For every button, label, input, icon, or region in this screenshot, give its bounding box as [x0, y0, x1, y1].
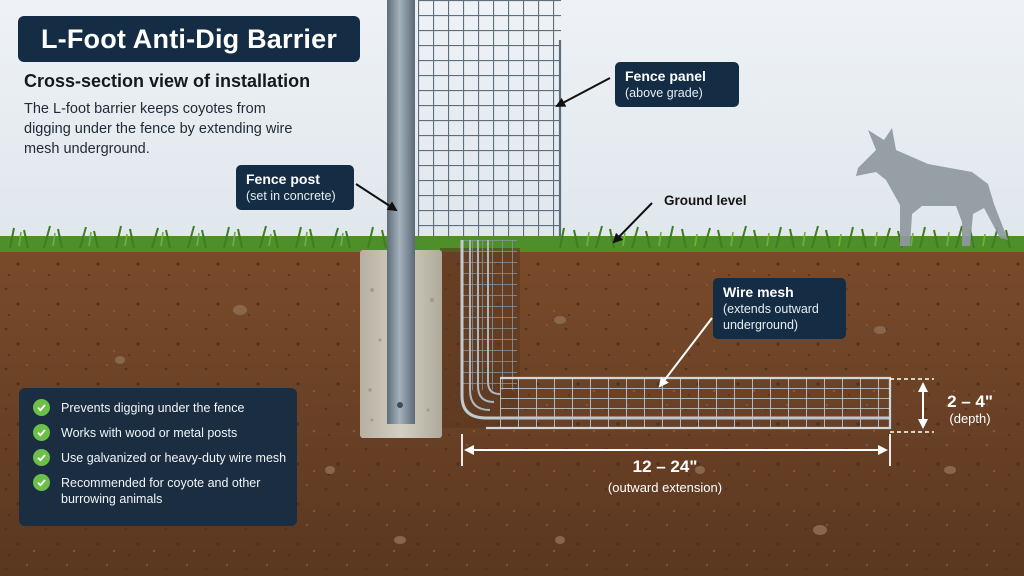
- wire-mesh-sub-1: (extends outward: [723, 302, 819, 316]
- coyote-silhouette: [856, 128, 1008, 246]
- wire-mesh-callout: Wire mesh (extends outward underground): [713, 278, 846, 339]
- check-icon: [33, 424, 50, 441]
- subtitle: Cross-section view of installation: [24, 71, 311, 91]
- description: The L-foot barrier keeps coyotes from di…: [24, 101, 293, 157]
- wire-mesh-title: Wire mesh: [723, 284, 794, 300]
- grass-blades: [9, 225, 1011, 249]
- features-panel: Prevents digging under the fence Works w…: [19, 388, 297, 526]
- depth-value: 2 – 4": [947, 392, 993, 411]
- extension-value: 12 – 24": [632, 457, 698, 476]
- feature-item: Works with wood or metal posts: [33, 424, 287, 441]
- check-icon: [33, 399, 50, 416]
- ground-level-label: Ground level: [664, 193, 747, 208]
- fence-panel-mesh: [418, 0, 561, 238]
- fence-post-arrow: [355, 183, 398, 212]
- title: L-Foot Anti-Dig Barrier: [18, 16, 360, 62]
- wire-mesh-arrow: [658, 317, 713, 388]
- fence-panel-sub: (above grade): [625, 86, 703, 100]
- underground-mesh-vertical: [462, 240, 517, 390]
- fence-post-title: Fence post: [246, 171, 320, 187]
- soil-pebbles: [115, 305, 956, 544]
- feature-item: Use galvanized or heavy-duty wire mesh: [33, 449, 287, 466]
- feature-item: Recommended for coyote and other burrowi…: [33, 474, 287, 507]
- feature-text: Use galvanized or heavy-duty wire mesh: [61, 451, 287, 465]
- depth-label: (depth): [949, 411, 991, 426]
- ground-level-arrow: [612, 202, 653, 244]
- feature-item: Prevents digging under the fence: [33, 399, 287, 416]
- fence-panel-callout: Fence panel (above grade): [615, 62, 739, 107]
- check-icon: [33, 449, 50, 466]
- fence-post-callout: Fence post (set in concrete): [236, 165, 354, 210]
- fence-panel-arrow: [555, 77, 611, 107]
- feature-text: Works with wood or metal posts: [61, 426, 238, 440]
- feature-text: Prevents digging under the fence: [61, 401, 245, 415]
- feature-text: Recommended for coyote and other burrowi…: [61, 476, 261, 506]
- wire-mesh-sub-2: underground): [723, 318, 799, 332]
- extension-label: (outward extension): [607, 480, 723, 495]
- fence-post-sub: (set in concrete): [246, 189, 336, 203]
- fence-post: [387, 0, 415, 424]
- fence-panel-title: Fence panel: [625, 68, 706, 84]
- underground-mesh-horizontal: [500, 378, 890, 428]
- check-icon: [33, 474, 50, 491]
